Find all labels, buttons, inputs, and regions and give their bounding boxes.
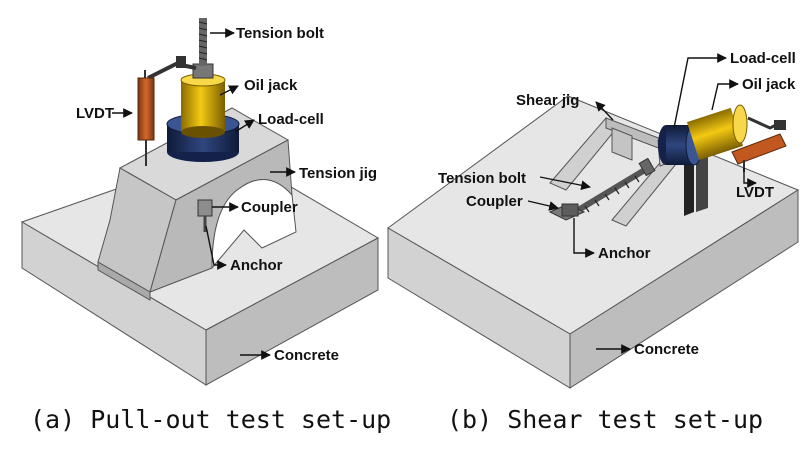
label-b-load-cell: Load-cell <box>730 50 796 67</box>
lvdt-b <box>731 116 787 172</box>
leader-b-oil-jack <box>711 79 739 111</box>
leader-a-anchor <box>205 225 227 270</box>
caption-b: (b) Shear test set-up <box>447 405 763 434</box>
label-a-coupler: Coupler <box>241 199 298 216</box>
panel-a-pullout: Tension bolt Oil jack Load-cell LVDT Ten… <box>20 18 391 434</box>
leader-b-tension-bolt <box>539 176 591 191</box>
leader-b-shear-jig <box>595 101 614 121</box>
tension-bolt-a <box>192 18 214 79</box>
label-b-tension-bolt: Tension bolt <box>438 170 526 187</box>
panel-b-shear: Load-cell Oil jack Shear jig LVDT Tensio… <box>387 50 800 434</box>
label-a-lvdt: LVDT <box>76 105 114 122</box>
leader-b-lvdt <box>743 168 757 188</box>
leader-a-load-cell <box>234 119 255 133</box>
label-b-anchor: Anchor <box>598 245 651 262</box>
leader-b-anchor <box>573 218 595 258</box>
label-a-anchor: Anchor <box>230 257 283 274</box>
label-a-concrete: Concrete <box>274 347 339 364</box>
coupler-a <box>197 199 213 232</box>
coupler-b <box>548 203 586 221</box>
label-b-lvdt: LVDT <box>736 184 774 201</box>
label-a-load-cell: Load-cell <box>258 111 324 128</box>
load-cell-b <box>658 124 703 166</box>
label-a-oil-jack: Oil jack <box>244 77 298 94</box>
label-b-oil-jack: Oil jack <box>742 76 796 93</box>
tension-bolt-b <box>573 157 656 215</box>
leader-b-load-cell <box>673 53 727 129</box>
label-a-tension-bolt: Tension bolt <box>236 25 324 42</box>
label-b-coupler: Coupler <box>466 193 523 210</box>
caption-a: (a) Pull-out test set-up <box>30 405 391 434</box>
lvdt-a <box>137 56 197 166</box>
label-b-shear-jig: Shear jig <box>516 92 579 109</box>
label-b-concrete: Concrete <box>634 341 699 358</box>
label-a-tension-jig: Tension jig <box>299 165 377 182</box>
oil-jack-b <box>686 104 748 161</box>
leader-b-coupler <box>527 200 559 211</box>
oil-jack-a <box>180 73 226 138</box>
leader-a-oil-jack <box>219 85 239 96</box>
